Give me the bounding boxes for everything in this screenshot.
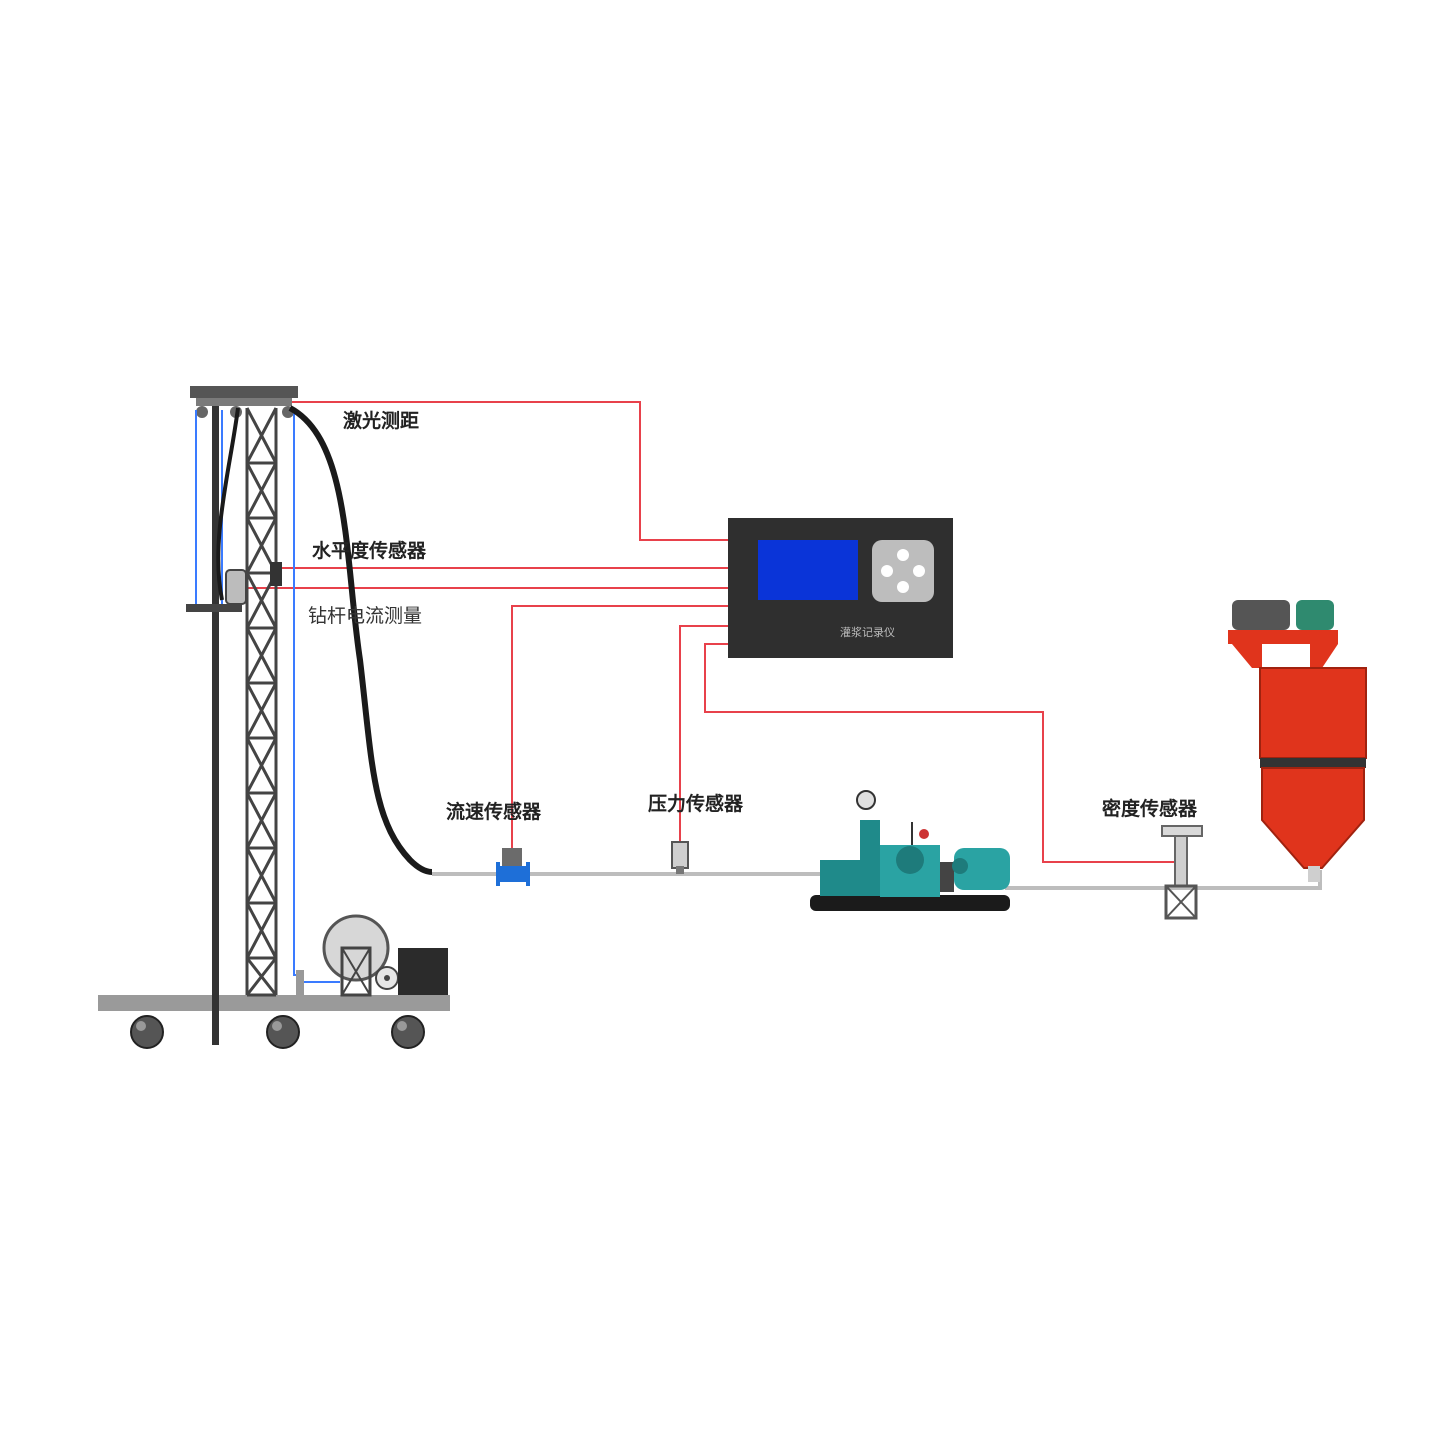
drill-rod <box>212 400 219 1045</box>
lattice-tower <box>245 407 278 997</box>
dpad-icon[interactable] <box>872 540 934 602</box>
tower-brace <box>245 682 278 739</box>
drilling-rig <box>98 386 450 1049</box>
rig-base <box>98 995 450 1011</box>
label-density-sensor: 密度传感器 <box>1102 797 1198 820</box>
rig-wheel-right <box>391 1015 425 1049</box>
tower-brace <box>245 407 278 464</box>
pressure-sensor-icon <box>671 841 689 874</box>
tower-brace <box>245 737 278 794</box>
label-flow-sensor: 流速传感器 <box>446 800 542 823</box>
wire-density <box>704 643 1180 863</box>
label-drill-current: 钻杆电流测量 <box>308 605 422 627</box>
recorder-label: 灌浆记录仪 <box>840 625 895 639</box>
wire-laser <box>230 401 728 541</box>
label-pressure-sensor: 压力传感器 <box>648 792 744 815</box>
signal-wires <box>230 401 1180 870</box>
wire-pressure <box>679 625 728 842</box>
tower-brace <box>245 847 278 904</box>
flow-meter-icon <box>496 848 530 886</box>
tower-brace <box>245 957 278 996</box>
tower-brace <box>245 517 278 574</box>
rig-motor-box <box>398 948 448 995</box>
label-level-sensor: 水平度传感器 <box>312 539 427 562</box>
rig-wheel-middle <box>266 1015 300 1049</box>
grout-pump <box>810 790 1010 911</box>
tower-brace <box>245 902 278 959</box>
tower-mid-platform <box>186 604 242 612</box>
tower-crown <box>190 386 298 398</box>
mixer-tank <box>1228 600 1367 882</box>
tower-brace <box>245 462 278 519</box>
grout-recorder: 灌浆记录仪 <box>728 518 953 658</box>
grout-hose <box>288 405 433 875</box>
drill-head <box>225 569 247 605</box>
recorder-screen <box>758 540 858 600</box>
density-sensor-icon <box>1161 825 1203 920</box>
wire-flow <box>511 605 728 870</box>
label-laser-ranging: 激光测距 <box>343 409 419 432</box>
tower-brace <box>245 627 278 684</box>
rig-wheel-left <box>130 1015 164 1049</box>
tower-brace <box>245 792 278 849</box>
